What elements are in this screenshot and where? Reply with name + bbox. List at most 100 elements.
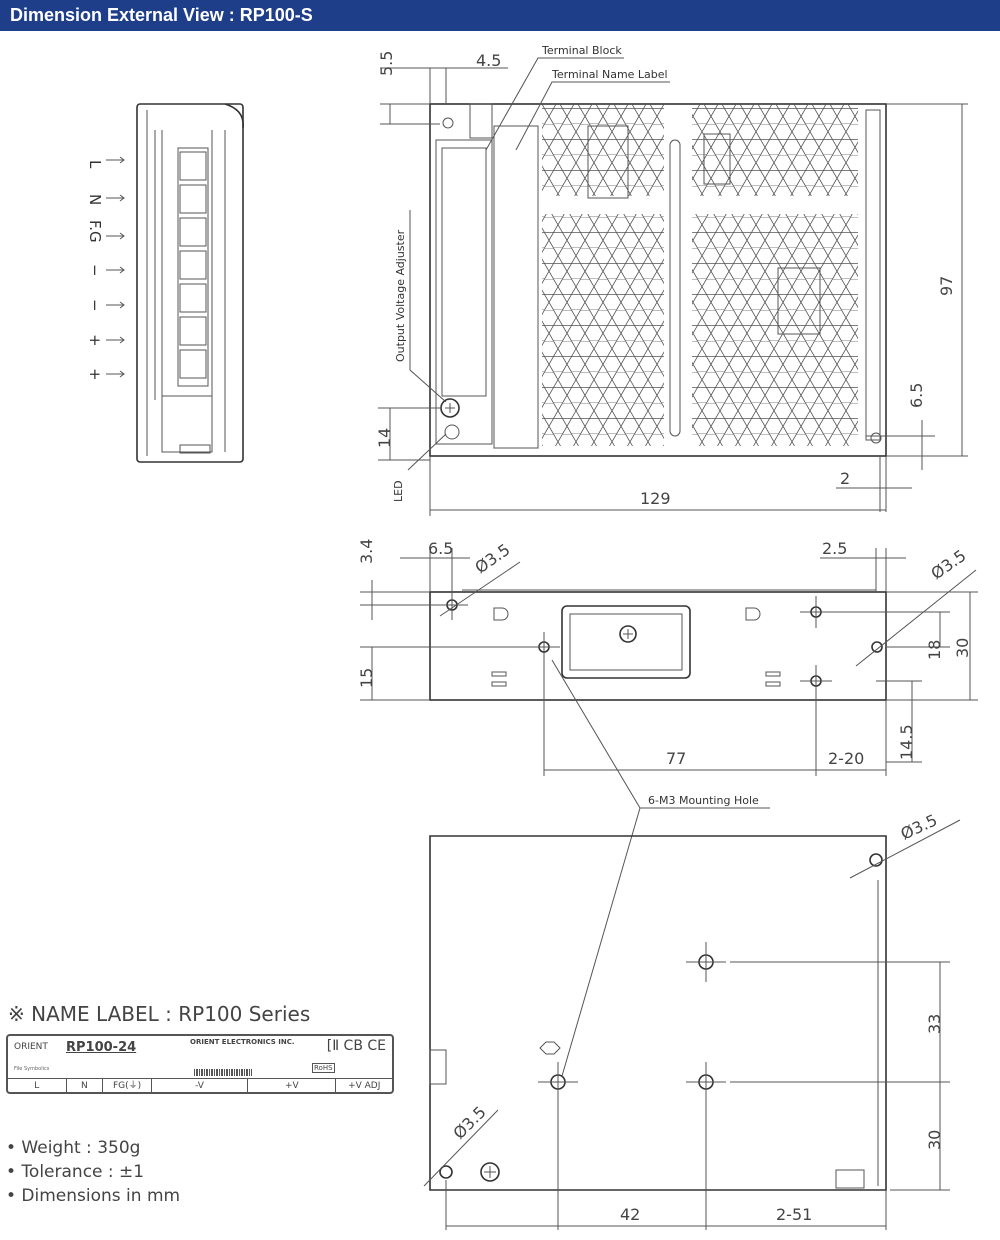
pin-arrow [106,194,125,202]
terminal-cell [179,217,207,247]
phi-right: Ø3.5 [927,546,969,583]
dim-line [876,680,922,763]
pin-arrow [106,156,125,164]
terminal-cell [179,250,207,280]
screw-hole [870,432,882,444]
spec-weight: • Weight : 350g [6,1138,141,1158]
dim-2-5: 2.5 [822,539,847,558]
model-number: RP100-24 [66,1040,137,1055]
dim-2-51: 2-51 [776,1205,812,1224]
centre-mark [538,1062,578,1102]
dim-line [380,67,450,105]
terminal-label-adj: +V ADJ [348,1081,381,1091]
center-rib [669,139,681,437]
dim-line [836,456,912,512]
pin-label-plus-1: + [86,334,104,347]
mount-hole [869,853,883,867]
terminal-block-top [469,103,493,139]
phi-bottom: Ø3.5 [449,1102,489,1142]
side-view-outline [136,103,244,463]
pin-arrow [106,266,125,274]
certification-marks: [Ⅱ CB CE [326,1038,386,1054]
bottom-view: 33 30 42 2-51 Ø3.5 Ø3.5 [423,810,961,1230]
vent-grid [692,104,858,196]
dim-line [378,407,440,461]
bottom-view-outline [429,835,887,1191]
dim-3-4: 3.4 [357,539,376,564]
side-view-base [161,395,213,453]
callout-terminal-block [485,57,624,151]
component [777,267,821,335]
slot [491,681,507,687]
dim-line [380,104,440,125]
side-rail [865,109,881,441]
mounting-hole-callout: 6-M3 Mounting Hole [648,794,759,807]
spec-dimensions: • Dimensions in mm [6,1186,181,1206]
callout-name-label [515,81,670,151]
mount-hole [871,641,883,653]
dim-77: 77 [666,749,686,768]
terminal-label-n: N [67,1079,104,1093]
slot [765,681,781,687]
phi-leader [439,561,521,617]
dim-42: 42 [620,1205,640,1224]
front-view-window-inner [569,613,683,671]
slot [491,671,507,677]
terminal-cell [179,349,207,379]
terminal-cell [179,151,207,181]
spec-list: • Weight : 350g • Tolerance : ±1 • Dimen… [6,1136,180,1208]
spec-tolerance: • Tolerance : ±1 [6,1162,145,1182]
dim-14-5: 14.5 [897,724,916,760]
page-header: Dimension External View : RP100-S [0,0,1000,31]
centre-mark [800,665,832,697]
dim-30: 30 [925,1130,944,1150]
terminal-cell [179,184,207,214]
dim-2-20: 2-20 [828,749,864,768]
file-symbol: File Symbolics [14,1066,50,1072]
terminal-name-label-callout: Terminal Name Label [551,68,668,81]
bottom-clip [429,1049,447,1085]
terminal-cell [179,316,207,346]
dim-30: 30 [953,638,972,658]
centre-mark [528,632,560,662]
dim-line [866,420,935,470]
slot [493,607,509,621]
pin-arrow [106,336,125,344]
dim-line [820,548,906,592]
dim-line [832,611,950,648]
brand-logo: ORIENT [14,1042,48,1052]
screw-hole [442,117,454,129]
terminal-label-minus-v: -V [152,1079,249,1093]
centre-mark [686,942,726,982]
front-view: 3.4 15 6.5 Ø3.5 2.5 Ø3.5 18 30 14.5 77 2… [357,539,978,1077]
dim-line [886,103,968,457]
dim-line [429,456,886,516]
screw-cross [623,629,633,639]
dim-97: 97 [937,276,956,296]
callout-led [407,433,447,471]
dim-line [400,548,470,592]
pin-label-l: L [86,160,104,169]
pin-label-fg: F.G [86,220,104,243]
phi-top: Ø3.5 [898,810,941,843]
side-view-corner [224,103,244,129]
dim-4-5: 4.5 [476,51,501,70]
front-screw [619,625,637,643]
slot [745,607,761,621]
dim-line [543,662,887,776]
centre-mark [686,1062,726,1102]
component [703,133,731,185]
phi-leader [849,819,961,879]
rohs-mark: RoHS [312,1063,335,1073]
pin-label-minus-2: − [86,299,104,312]
side-view: L N F.G − − + + [86,103,244,463]
hex-stud [539,1041,561,1055]
bottom-clip [835,1169,865,1189]
name-label-plate: ORIENT RP100-24 ORIENT ELECTRONICS INC. … [6,1034,394,1094]
terminal-name-label-area [493,125,539,449]
terminal-cell [179,283,207,313]
dim-14: 14 [375,428,394,448]
led-callout: LED [392,480,405,502]
mount-hole [439,1165,453,1179]
